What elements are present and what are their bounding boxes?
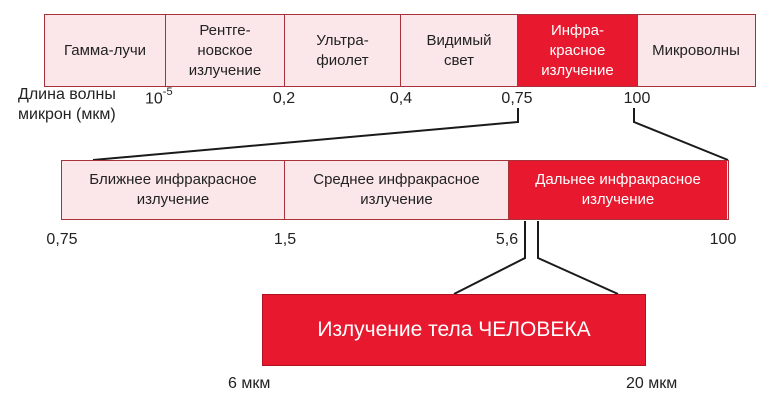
human-max-wavelength: 20 мкм (626, 375, 678, 392)
tick-0-75: 0,75 (501, 90, 533, 107)
infrared-bar: Ближнее инфракрасное излучение Среднее и… (61, 160, 729, 220)
human-body-radiation-box: Излучение тела ЧЕЛОВЕКА (262, 294, 646, 366)
tick-0-2: 0,2 (272, 90, 296, 107)
band-visible: Видимый свет (401, 15, 518, 86)
tick-1e-5: 10-5 (145, 86, 173, 108)
ir-tick-1-5: 1,5 (273, 231, 297, 248)
body-right-connector (537, 221, 619, 295)
axis-label-line1: Длина волны (18, 86, 116, 103)
spectrum-bar: Гамма-лучи Рентге- новское излучение Уль… (44, 14, 756, 87)
band-infrared: Инфра- красное излучение (518, 15, 638, 86)
band-microwave: Микроволны (638, 15, 754, 86)
axis-label-line2: микрон (мкм) (18, 106, 116, 123)
tick-1e-5-base: 10 (145, 90, 163, 108)
body-left-connector (453, 221, 526, 295)
ir-tick-100: 100 (709, 231, 737, 248)
tick-0-4: 0,4 (389, 90, 413, 107)
ir-tick-5-6: 5,6 (495, 231, 519, 248)
ir-right-connector (633, 108, 729, 161)
band-ultraviolet: Ультра- фиолет (285, 15, 401, 86)
band-xray: Рентге- новское излучение (166, 15, 285, 86)
ir-left-connector (92, 108, 519, 161)
ir-tick-0-75: 0,75 (46, 231, 78, 248)
tick-100: 100 (623, 90, 651, 107)
band-mid-ir: Среднее инфракрасное излучение (285, 161, 509, 219)
human-body-radiation-label: Излучение тела ЧЕЛОВЕКА (317, 318, 591, 341)
tick-1e-5-exp: -5 (162, 86, 173, 98)
human-min-wavelength: 6 мкм (228, 375, 271, 392)
band-gamma: Гамма-лучи (45, 15, 166, 86)
band-near-ir: Ближнее инфракрасное излучение (62, 161, 285, 219)
band-far-ir: Дальнее инфракрасное излучение (509, 161, 727, 219)
